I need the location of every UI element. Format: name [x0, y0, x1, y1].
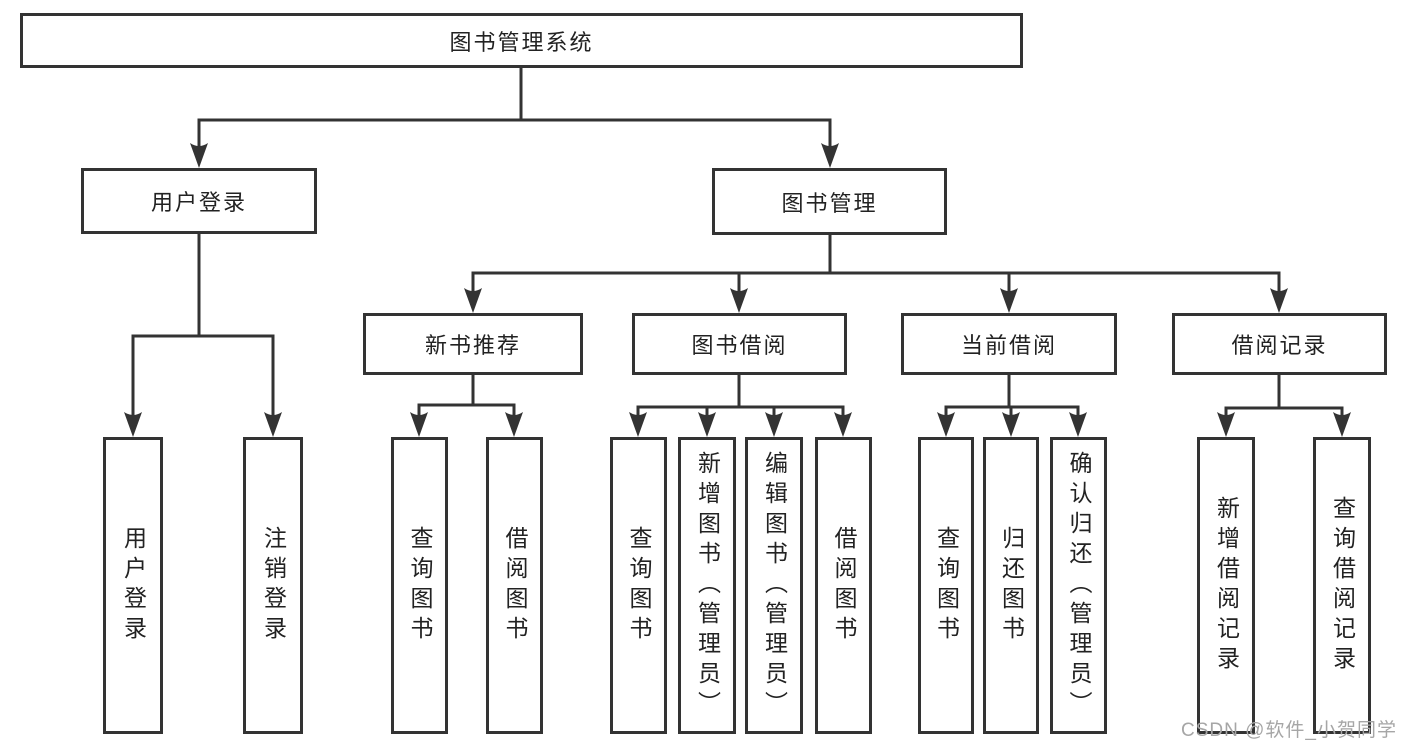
leaf-label: 借阅图书	[831, 525, 857, 646]
leaf-label: 用户登录	[120, 525, 147, 646]
leaf-label: 注销登录	[260, 525, 287, 646]
node-user-login: 用户登录	[81, 168, 317, 234]
leaf-label: 新增借阅记录	[1213, 495, 1240, 676]
leaf-newbooks-borrow-books: 借阅图书	[486, 437, 543, 734]
arrowhead-icons	[124, 143, 1351, 437]
node-book-borrowing: 图书借阅	[632, 313, 847, 375]
leaf-label: 查询图书	[626, 525, 652, 646]
leaf-label: 归还图书	[998, 525, 1025, 646]
node-root-library-system: 图书管理系统	[20, 13, 1023, 68]
leaf-current-confirm-return-admin: 确认归还（管理员）	[1050, 437, 1107, 734]
leaf-logout-login: 注销登录	[243, 437, 303, 734]
leaf-label: 新增图书（管理员）	[694, 450, 721, 721]
leaf-records-add-record: 新增借阅记录	[1197, 437, 1255, 734]
leaf-borrowing-borrow-books: 借阅图书	[815, 437, 872, 734]
leaf-label: 查询借阅记录	[1329, 495, 1356, 676]
leaf-current-return-books: 归还图书	[983, 437, 1039, 734]
leaf-borrowing-edit-books-admin: 编辑图书（管理员）	[745, 437, 803, 734]
leaf-borrowing-query-books: 查询图书	[610, 437, 667, 734]
leaf-label: 查询图书	[407, 525, 433, 646]
leaf-label: 查询图书	[933, 525, 960, 646]
node-book-management: 图书管理	[712, 168, 947, 235]
node-new-book-recommend: 新书推荐	[363, 313, 583, 375]
leaf-current-query-books: 查询图书	[918, 437, 974, 734]
leaf-label: 借阅图书	[502, 525, 528, 646]
leaf-records-query-record: 查询借阅记录	[1313, 437, 1371, 734]
leaf-borrowing-add-books-admin: 新增图书（管理员）	[678, 437, 736, 734]
leaf-label: 编辑图书（管理员）	[761, 450, 788, 721]
leaf-label: 确认归还（管理员）	[1066, 450, 1092, 721]
node-current-borrowing: 当前借阅	[901, 313, 1117, 375]
node-borrowing-records: 借阅记录	[1172, 313, 1387, 375]
leaf-newbooks-query-books: 查询图书	[391, 437, 448, 734]
leaf-user-login: 用户登录	[103, 437, 163, 734]
